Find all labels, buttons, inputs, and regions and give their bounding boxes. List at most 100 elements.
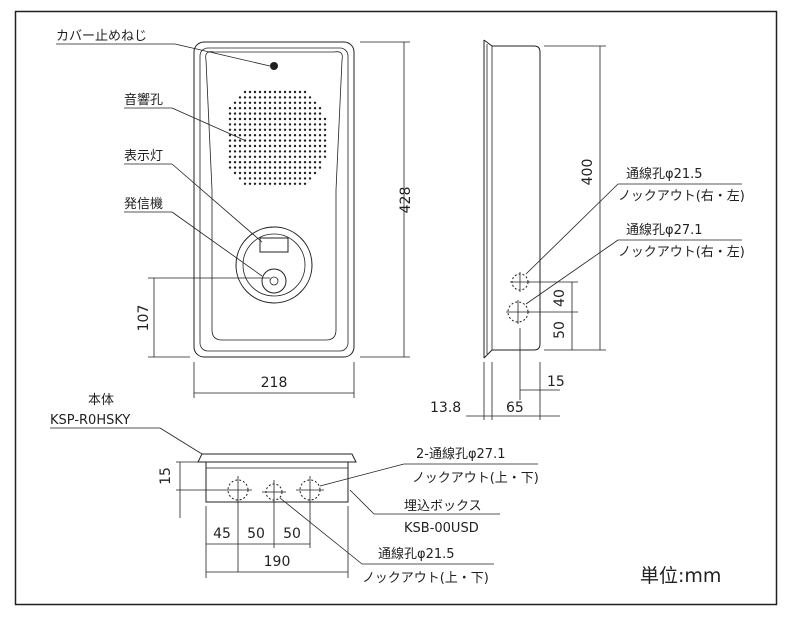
sound-hole-dot — [243, 171, 247, 175]
sound-hole-dot — [253, 112, 257, 115]
sound-hole-dot — [308, 177, 312, 180]
sound-hole-dot — [263, 101, 267, 105]
sound-hole-dot — [243, 144, 247, 148]
label-body: 本体 — [88, 393, 114, 408]
sound-hole-dot — [268, 139, 272, 142]
transmitter-ring-inner — [242, 233, 306, 297]
sound-hole-dot — [323, 117, 327, 121]
sound-hole-dot — [263, 182, 267, 185]
sound-hole-dot — [303, 150, 307, 153]
sound-hole-dot — [243, 101, 247, 105]
sound-hole-dot — [308, 166, 312, 169]
sound-hole-dot — [238, 161, 242, 164]
sound-hole-dot — [288, 134, 292, 137]
sound-hole-dot — [298, 171, 302, 175]
sound-hole-dot — [323, 144, 327, 148]
sound-hole-dot — [288, 182, 292, 185]
sound-hole-dot — [243, 128, 247, 131]
sound-hole-dot — [248, 90, 252, 94]
sound-hole-dot — [293, 112, 297, 115]
label-bottom-conduit-215: 通線孔φ21.5 — [378, 546, 455, 562]
sound-hole-dot — [283, 134, 287, 137]
sound-hole-dot — [243, 90, 247, 94]
sound-hole-dot — [243, 117, 247, 121]
sound-hole-dot — [323, 139, 327, 142]
dim-front-width: 218 — [261, 375, 288, 391]
transmitter-button — [261, 268, 287, 294]
sound-hole-dot — [238, 123, 242, 126]
sound-hole-dot — [273, 139, 277, 142]
dim-side-65: 65 — [506, 400, 524, 416]
sound-hole-dot — [298, 128, 302, 131]
sound-hole-dot — [293, 155, 297, 158]
sound-hole-dot — [243, 155, 247, 158]
sound-hole-dot — [273, 117, 277, 121]
sound-hole-dot — [323, 155, 327, 158]
sound-hole-dot — [283, 166, 287, 169]
sound-hole-dot — [283, 177, 287, 180]
sound-hole-dot — [233, 112, 237, 115]
front-view: 428 218 107 カバー止めねじ 音響孔 表示灯 発信機 — [56, 29, 414, 398]
sound-hole-dot — [278, 101, 282, 105]
sound-hole-dot — [268, 182, 272, 185]
sound-hole-dot — [298, 117, 302, 121]
dim-bottom-50a: 50 — [247, 526, 265, 542]
sound-hole-dot — [318, 161, 322, 164]
front-outer-frame — [193, 41, 355, 358]
sound-hole-dot — [318, 144, 322, 148]
sound-hole-dot — [303, 144, 307, 148]
sound-hole-dot — [268, 144, 272, 148]
sound-hole-dot — [253, 182, 257, 185]
sound-hole-dot — [273, 134, 277, 137]
sound-hole-dot — [238, 150, 242, 153]
sound-hole-dot — [273, 177, 277, 180]
sound-hole-dot — [248, 101, 252, 105]
sound-hole-dot — [233, 128, 237, 131]
label-knockout-ud: ノックアウト(上・下) — [412, 471, 539, 486]
sound-hole-dot — [288, 166, 292, 169]
sound-hole-dot — [298, 177, 302, 180]
sound-hole-dot — [283, 182, 287, 185]
sound-hole-dot — [318, 150, 322, 153]
sound-hole-dot — [318, 155, 322, 158]
sound-hole-dot — [293, 171, 297, 175]
sound-hole-dot — [308, 128, 312, 131]
sound-hole-dot — [263, 144, 267, 148]
sound-hole-dot — [243, 150, 247, 153]
sound-hole-dot — [253, 144, 257, 148]
sound-hole-dot — [298, 150, 302, 153]
sound-hole-dot — [278, 150, 282, 153]
sound-hole-dot — [293, 101, 297, 105]
sound-hole-dot — [293, 150, 297, 153]
dim-side-height: 400 — [580, 159, 596, 186]
sound-hole-dot — [248, 182, 252, 185]
dim-side-15: 15 — [547, 374, 565, 390]
sound-hole-dot — [268, 166, 272, 169]
sound-hole-dot — [258, 171, 262, 175]
sound-hole-dot — [303, 128, 307, 131]
side-view: 400 40 50 15 13.8 65 通線孔φ21.5 ノックアウト(右・左… — [430, 39, 745, 420]
sound-hole-dot — [323, 123, 327, 126]
sound-hole-dot — [293, 96, 297, 99]
sound-hole-dot — [258, 134, 262, 137]
sound-hole-dot — [258, 112, 262, 115]
label-embed-box: 埋込ボックス — [404, 499, 482, 514]
sound-hole-dot — [303, 182, 307, 185]
sound-hole-dot — [273, 150, 277, 153]
sound-hole-dot — [318, 123, 322, 126]
sound-hole-dot — [278, 117, 282, 121]
sound-hole-dot — [238, 144, 242, 148]
sound-hole-dot — [303, 134, 307, 137]
sound-hole-dot — [318, 166, 322, 169]
sound-hole-dot — [228, 144, 232, 148]
sound-hole-dot — [268, 161, 272, 164]
sound-hole-dot — [233, 171, 237, 175]
sound-hole-dot — [243, 177, 247, 180]
sound-hole-dot — [278, 182, 282, 185]
sound-hole-dot — [283, 161, 287, 164]
transmitter-ring-outer — [235, 226, 313, 304]
sound-hole-dot — [263, 96, 267, 99]
sound-hole-dot — [253, 128, 257, 131]
sound-hole-dot — [238, 171, 242, 175]
